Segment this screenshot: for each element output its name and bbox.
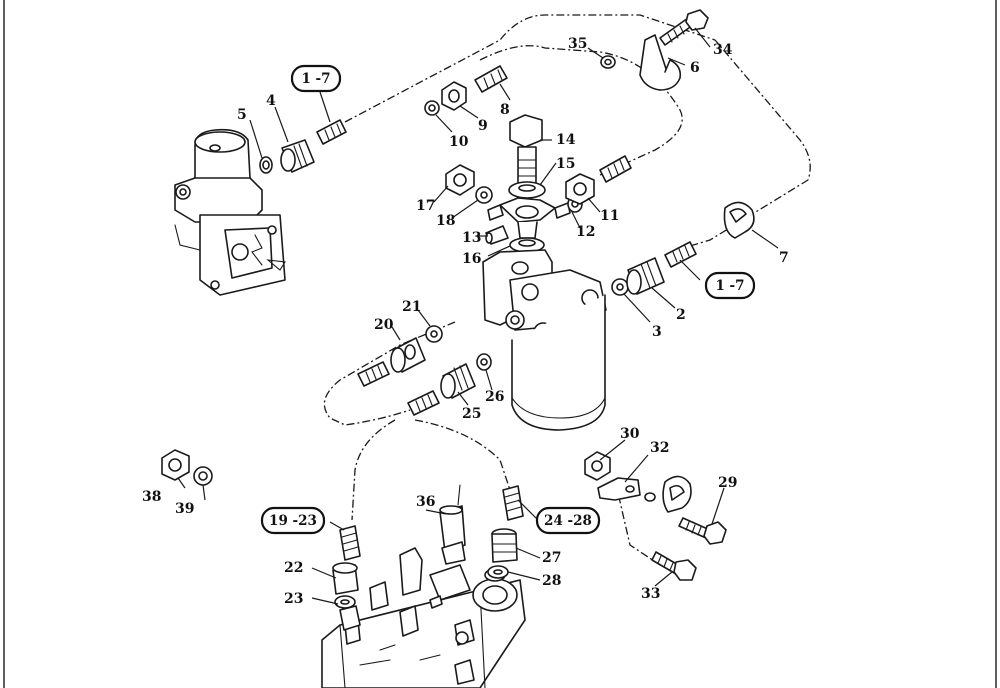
part-2-fitting	[626, 257, 665, 295]
part-33-bolt	[651, 551, 697, 581]
part-36-valve	[439, 484, 466, 565]
leader-lines	[177, 27, 779, 605]
callout-36: 36	[416, 494, 435, 510]
part-3-washer	[611, 278, 629, 296]
part-18-washer	[475, 186, 493, 204]
part-10-washer	[424, 100, 440, 116]
reference-box-1-7-upper: 1 -7	[290, 64, 342, 93]
part-20-fitting	[390, 337, 426, 373]
hose-segment-middle-lower	[407, 390, 440, 416]
callout-15: 15	[556, 156, 575, 172]
fuel-line-routes	[323, 14, 811, 566]
callout-5: 5	[237, 107, 247, 123]
callout-26: 26	[485, 389, 504, 405]
hose-segment-lower-right	[502, 485, 524, 521]
reference-label: 19 -23	[269, 513, 317, 529]
callout-32: 32	[650, 440, 669, 456]
part-16-washer	[509, 237, 545, 253]
callout-2: 2	[676, 307, 686, 323]
route-upper	[344, 14, 811, 247]
route-injector-right	[414, 419, 511, 491]
part-38-nut	[161, 449, 190, 481]
callout-27: 27	[542, 550, 561, 566]
callout-6: 6	[690, 60, 700, 76]
route-bracket	[614, 479, 661, 566]
part-29-bolt	[678, 517, 727, 545]
reference-box-1-7-right: 1 -7	[704, 271, 756, 300]
callout-14: 14	[556, 132, 576, 148]
callout-25: 25	[462, 406, 481, 422]
callout-28: 28	[542, 573, 561, 589]
callout-39: 39	[175, 501, 194, 517]
callout-13: 13	[462, 230, 481, 246]
callout-9: 9	[478, 118, 488, 134]
reference-label: 1 -7	[301, 71, 330, 87]
hose-segment-lower-left	[339, 525, 361, 561]
callout-4: 4	[266, 93, 276, 109]
callout-16: 16	[462, 251, 481, 267]
part-7-clip	[723, 201, 755, 239]
part-14-bolt	[509, 114, 543, 184]
part-clip-right	[662, 475, 692, 513]
reference-label: 1 -7	[715, 278, 744, 294]
callout-labels: 2 3 4 5 6 7 8 9 10 11 12 13 14 15 16 17 …	[142, 36, 789, 607]
hose-segment-upper-left	[316, 119, 347, 145]
fuel-filter	[482, 249, 607, 431]
callout-17: 17	[416, 198, 435, 214]
callout-20: 20	[374, 317, 394, 333]
reference-label: 24 -28	[544, 513, 592, 529]
hose-segment-middle-upper	[357, 361, 390, 387]
part-25-fitting	[440, 363, 476, 399]
part-35-washer	[600, 55, 616, 69]
callout-30: 30	[620, 426, 640, 442]
part-28-washer	[487, 565, 509, 579]
callout-7: 7	[779, 250, 789, 266]
part-15-washer	[508, 181, 546, 199]
route-injector-left	[351, 419, 396, 521]
callout-10: 10	[449, 134, 469, 150]
callout-22: 22	[284, 560, 303, 576]
part-30-nut	[584, 451, 611, 481]
callout-11: 11	[600, 208, 619, 224]
part-26-washer	[476, 353, 492, 371]
callout-21: 21	[402, 299, 421, 315]
callout-3: 3	[652, 324, 662, 340]
part-5-washer	[259, 156, 273, 174]
part-34-bolt	[659, 9, 709, 46]
part-4-fitting	[280, 139, 315, 173]
callout-29: 29	[718, 475, 737, 491]
callout-35: 35	[568, 36, 587, 52]
part-6-clip	[639, 34, 682, 91]
callout-23: 23	[284, 591, 303, 607]
part-11-nut	[565, 173, 595, 205]
feed-pump	[174, 128, 286, 296]
hose-segment-filter-top	[599, 155, 632, 183]
callout-8: 8	[500, 102, 510, 118]
part-17-nut	[445, 164, 475, 196]
callout-33: 33	[641, 586, 660, 602]
callout-18: 18	[436, 213, 455, 229]
part-39-washer	[193, 466, 213, 486]
callout-34: 34	[713, 42, 733, 58]
part-27-fitting	[491, 528, 518, 563]
reference-box-24-28: 24 -28	[535, 506, 601, 535]
hose-segment-right	[664, 241, 697, 268]
callout-12: 12	[576, 224, 595, 240]
part-32-bracket	[597, 477, 656, 502]
injection-pump	[321, 547, 526, 688]
part-13-pipe	[485, 225, 509, 245]
frame-border	[3, 0, 997, 688]
part-9-nut	[441, 81, 467, 111]
route-middle	[323, 321, 456, 426]
part-23-washer	[334, 595, 361, 631]
reference-box-19-23: 19 -23	[260, 506, 326, 535]
part-22-fitting	[332, 562, 359, 595]
callout-38: 38	[142, 489, 161, 505]
part-8-hose	[474, 65, 508, 93]
part-21-washer	[425, 325, 443, 343]
